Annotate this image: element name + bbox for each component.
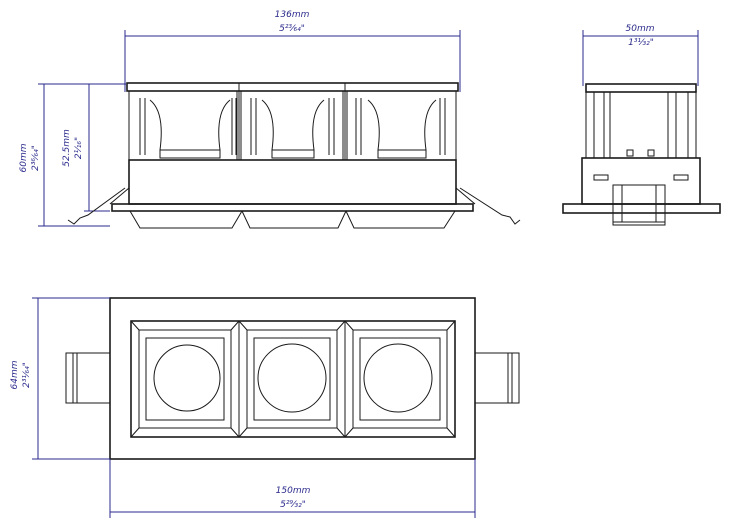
plan-width-dimension: 150mm 5²⁹⁄₃₂" xyxy=(109,459,476,518)
total-height-inch: 2³⁶⁄₆₄" xyxy=(31,145,41,171)
plan-height-mm: 64mm xyxy=(10,360,20,389)
plan-width-inch: 5²⁹⁄₃₂" xyxy=(280,500,306,510)
plan-right-tab xyxy=(474,352,520,404)
total-height-mm: 60mm xyxy=(19,143,29,172)
front-width-dimension: 136mm 5²³⁄₆₄" xyxy=(124,10,461,92)
side-view: 50mm 1³¹⁄₃₂" xyxy=(562,24,721,226)
front-width-inch: 5²³⁄₆₄" xyxy=(279,24,305,34)
body-height-mm: 52.5mm xyxy=(62,129,72,167)
side-width-mm: 50mm xyxy=(626,24,655,34)
plan-width-mm: 150mm xyxy=(276,486,311,496)
front-body-height-dimension: 52.5mm 2¹⁄₁₆" xyxy=(62,84,110,212)
front-width-mm: 136mm xyxy=(275,10,310,20)
plan-view: 64mm 2³¹⁄₆₄" 150mm 5²⁹⁄₃₂" xyxy=(10,297,520,518)
front-lens-cells xyxy=(128,90,457,161)
front-view: 136mm 5²³⁄₆₄" 60mm 2³⁶⁄₆₄" 52.5mm 2¹⁄₁₆" xyxy=(19,10,521,229)
body-height-inch: 2¹⁄₁₆" xyxy=(74,137,84,159)
plan-left-tab xyxy=(65,352,111,404)
plan-lens-cell-3 xyxy=(344,320,456,438)
plan-height-inch: 2³¹⁄₆₄" xyxy=(22,362,32,388)
front-total-height-dimension: 60mm 2³⁶⁄₆₄" xyxy=(19,83,126,227)
plan-lens-cell-2 xyxy=(238,320,346,438)
plan-lens-cell-1 xyxy=(130,320,240,438)
side-width-inch: 1³¹⁄₃₂" xyxy=(628,38,654,48)
plan-height-dimension: 64mm 2³¹⁄₆₄" xyxy=(10,298,39,459)
side-width-dimension: 50mm 1³¹⁄₃₂" xyxy=(582,24,699,86)
